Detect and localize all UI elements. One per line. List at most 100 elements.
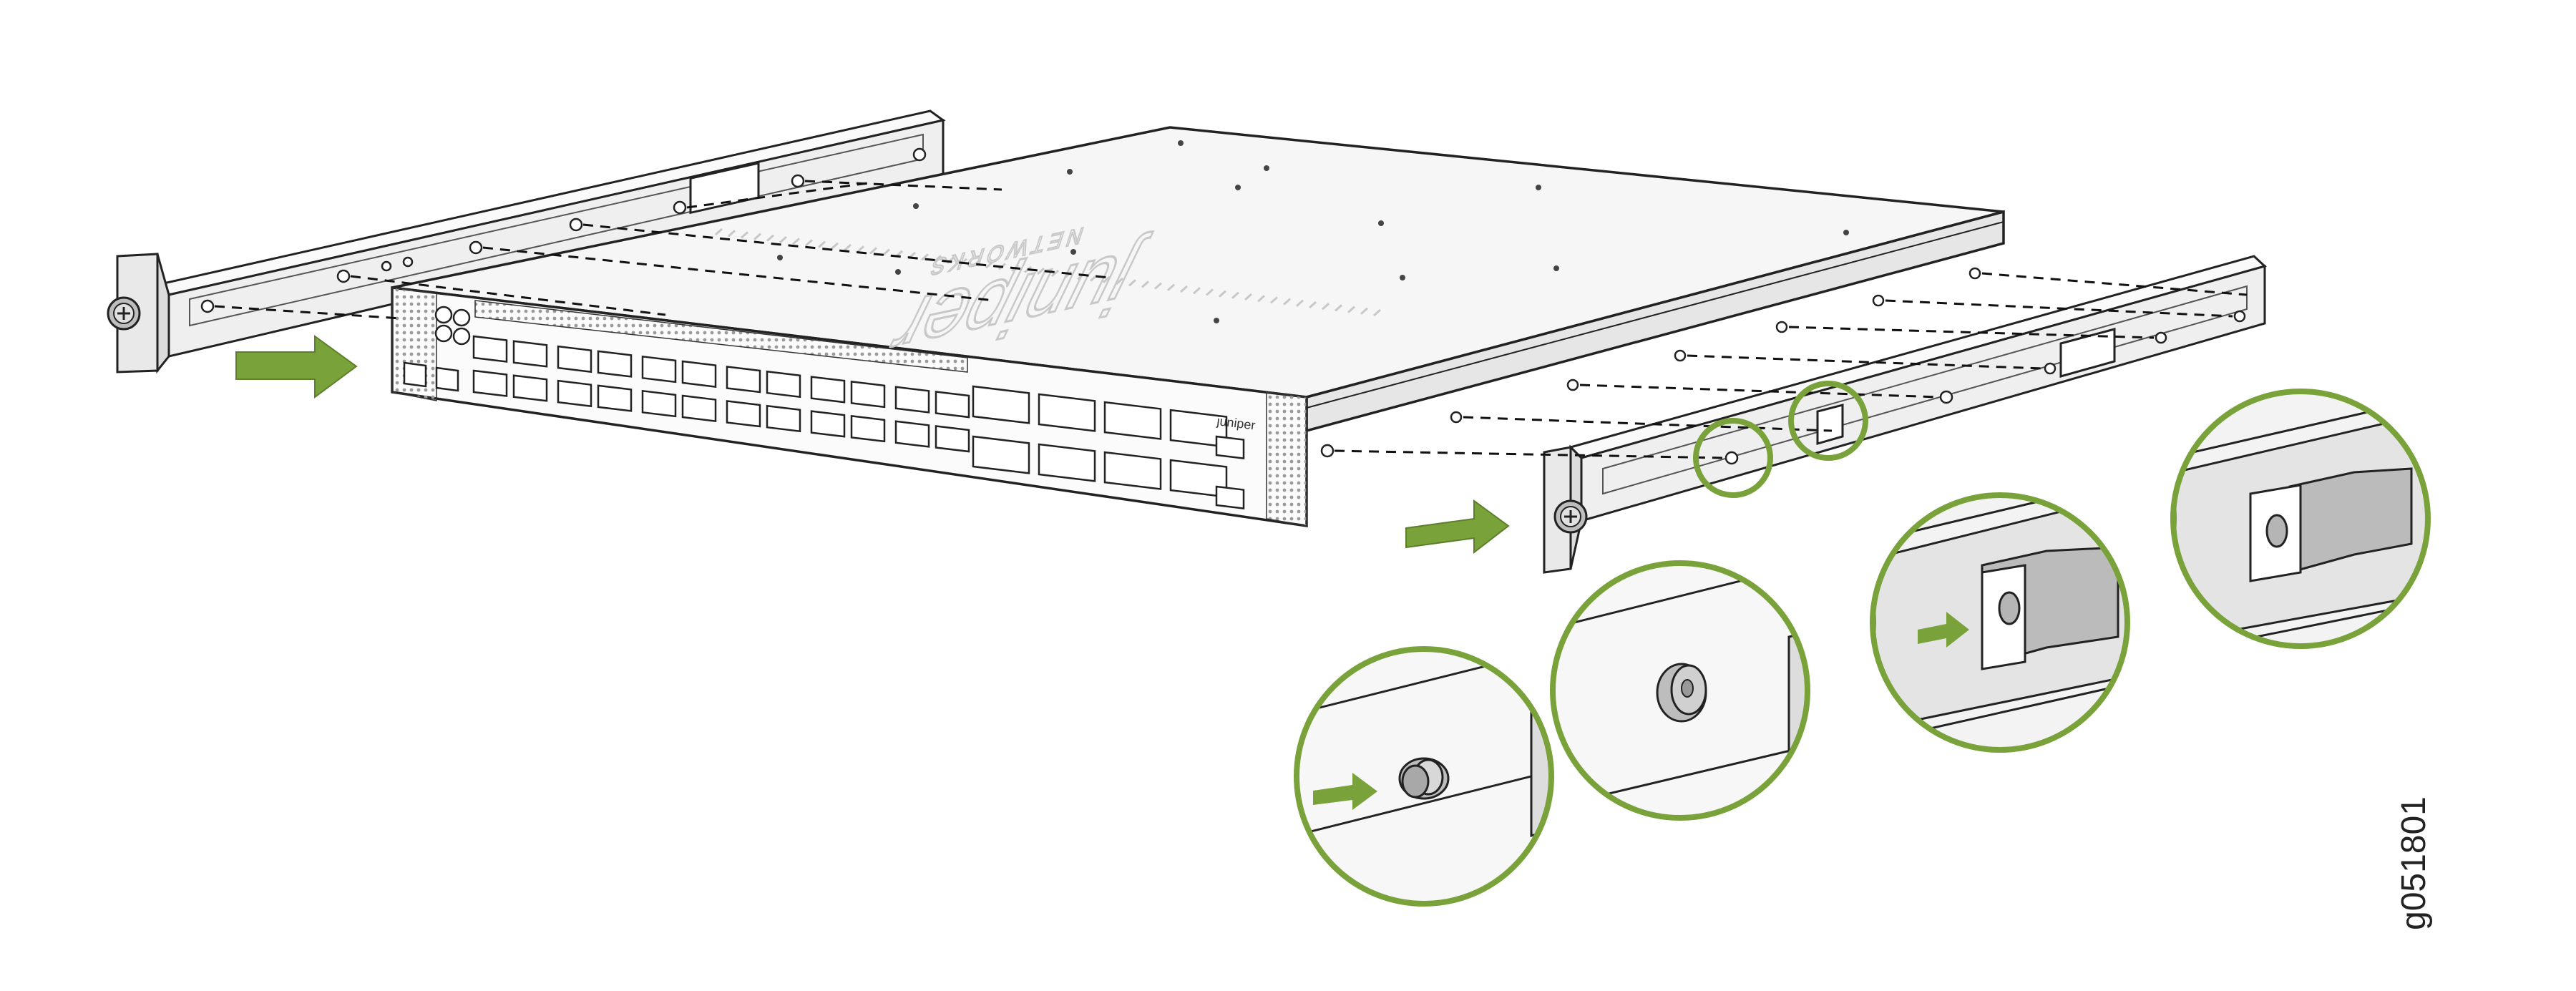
rivet [1843,230,1849,235]
stripe [831,242,839,250]
stripe [741,231,748,239]
sfp-port [935,391,970,419]
rivet [1214,318,1219,323]
detail-pin-insert [1294,646,1554,907]
stripe [1128,279,1136,287]
stripe [934,255,942,263]
sfp-port [766,404,801,433]
sfp-port [681,360,717,388]
stripe [753,233,761,240]
sfp-port [894,386,930,414]
sfp-port [850,414,886,443]
rivet [1067,169,1073,175]
switch-chassis: juniper NETWORKS juniper [391,126,2005,528]
stripe [1219,290,1226,298]
sfp-port [641,355,677,384]
sfp-port [972,385,1030,424]
stripe [921,253,929,261]
sfp-port [1038,393,1096,432]
stripe [818,240,826,248]
stripe [1360,307,1368,315]
sfp-port [1215,435,1245,459]
stripe [857,245,864,253]
sfp-port [1103,401,1162,440]
stripe [1257,295,1265,303]
stripe [1373,308,1381,317]
sfp-port [472,335,508,363]
stripe [715,228,723,236]
sfp-port [681,394,717,422]
stripe [1283,298,1291,306]
sfp-port [810,410,846,438]
rivet [1536,185,1541,190]
stripe [882,248,890,256]
detail-callout-icon [1693,418,1773,498]
stripe [985,261,993,269]
rail-holes-left [200,147,927,313]
sfp-port [766,370,801,399]
stripe [1141,280,1149,288]
sfp-port [472,369,508,397]
stripe [1270,296,1278,304]
stripe [1154,282,1162,290]
detail-pin-installed [1550,560,1810,821]
sfp-port [726,400,761,428]
sfp-port [810,376,846,404]
sfp-port [641,389,677,418]
stripe [1037,267,1045,275]
sfp-port-array [472,335,1245,509]
sfp-port [557,379,592,408]
sfp-port [597,384,633,412]
management-ports [403,306,471,392]
arrow-right-icon [1405,499,1510,555]
stripe [869,247,877,255]
stripe [1322,303,1330,311]
stripe [805,239,813,247]
sfp-port [972,435,1030,474]
sfp-port [512,340,548,368]
rivet [1378,220,1384,226]
rivet [1400,275,1405,280]
rivet [1553,265,1559,271]
left-mounting-rail [107,109,946,374]
rivet [895,269,901,275]
sfp-port [557,345,592,374]
detail-latch-closed [2170,389,2431,649]
rivet [913,203,919,209]
sfp-port [726,366,761,394]
detail-callout-icon [1788,381,1868,461]
captive-screw-icon [107,296,141,331]
stripe [1167,283,1175,291]
sfp-port [1103,451,1162,490]
stripe [1116,277,1123,285]
rivet [1235,185,1241,190]
rail-holes-right [1724,310,2246,465]
stripe [766,234,774,242]
alignment-dashed-lines [214,180,2248,459]
sfp-port [1215,485,1245,509]
stripe [1180,285,1188,293]
rivet [1070,249,1076,255]
rivet [1178,140,1184,146]
stripe [1347,306,1355,313]
stripe [1103,275,1111,283]
stripe [1206,288,1214,296]
sfp-port [1038,443,1096,482]
stripe [1231,291,1239,299]
top-rivets [777,140,1849,323]
stripe [1193,287,1201,295]
stripe [1335,304,1342,312]
stripe [1296,299,1304,307]
figure-id: g051801 [2395,796,2433,930]
stripe [779,235,787,244]
stripe [1309,301,1317,309]
arrow-right-icon [235,335,358,399]
stripe [728,230,736,238]
rivet [777,255,783,260]
stripe [1051,269,1059,278]
rivet [1264,165,1269,171]
stripe [792,238,800,245]
sfp-port [850,380,886,409]
